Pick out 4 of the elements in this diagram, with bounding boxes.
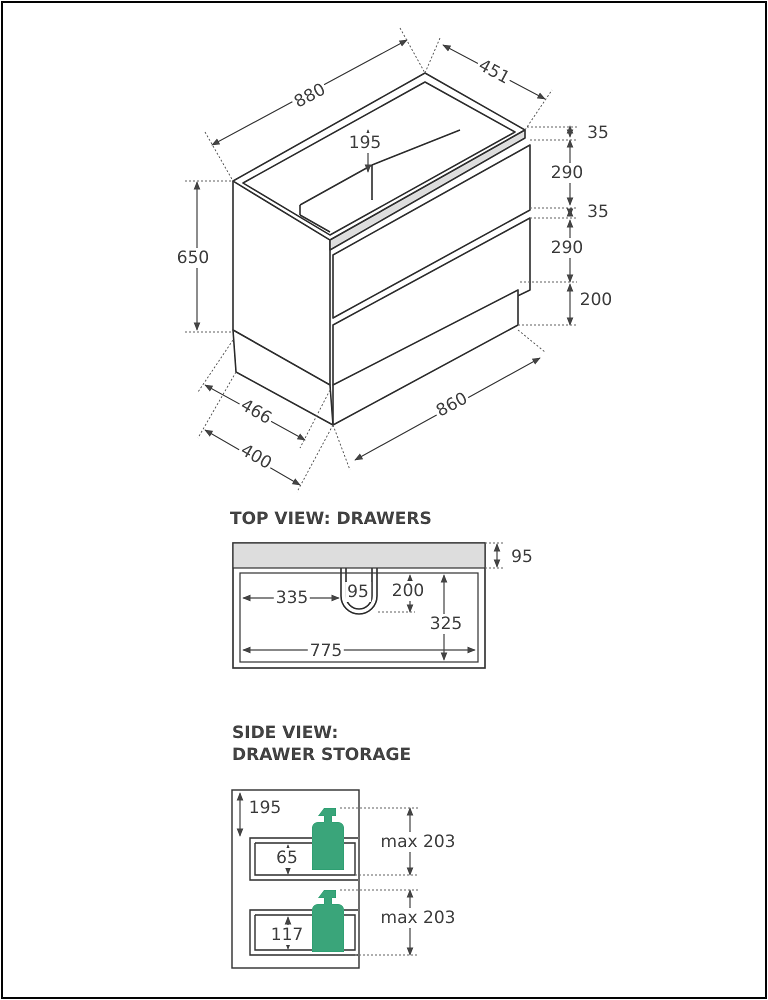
view-heading: TOP VIEW: DRAWERS — [230, 508, 432, 530]
view-heading: SIDE VIEW: DRAWER STORAGE — [232, 722, 412, 766]
dimension-label: 650 — [174, 248, 212, 268]
dimension-label: 95 — [345, 582, 371, 602]
